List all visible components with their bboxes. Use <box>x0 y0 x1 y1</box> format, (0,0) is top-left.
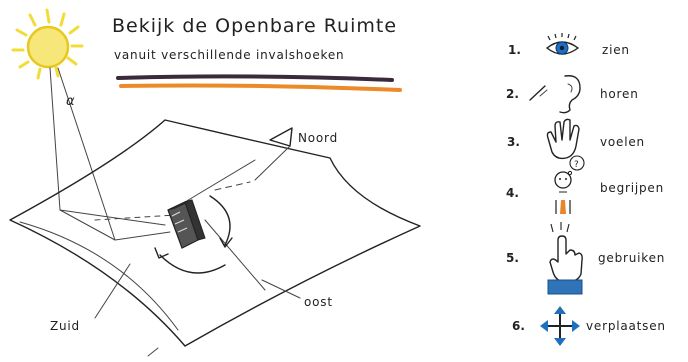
item-number: 5. <box>506 251 519 265</box>
item-number: 3. <box>507 135 520 149</box>
item-label: zien <box>602 43 630 57</box>
item-number: 2. <box>506 87 519 101</box>
title-underline <box>116 74 402 92</box>
item-label: verplaatsen <box>586 319 666 333</box>
sight-lines <box>59 159 266 291</box>
sun-icon <box>11 8 84 80</box>
north-label: Noord <box>298 131 338 145</box>
item-number: 6. <box>512 319 525 333</box>
svg-text:?: ? <box>574 160 579 170</box>
south-pointer <box>94 263 131 319</box>
east-label: oost <box>304 295 333 309</box>
hand-icon <box>546 118 580 160</box>
item-number: 1. <box>508 43 521 57</box>
perspective-item: 1. zien <box>508 33 630 57</box>
ear-icon <box>529 75 581 114</box>
sun-rays <box>49 67 116 241</box>
south-label: Zuid <box>50 319 80 333</box>
page-subtitle: vanuit verschillende invalshoeken <box>114 48 344 62</box>
item-label: gebruiken <box>598 251 665 265</box>
perspective-item: 4. ? begrijpen <box>506 155 664 214</box>
move-arrows-icon <box>540 306 580 346</box>
page-title: Bekijk de Openbare Ruimte <box>112 15 397 37</box>
perspective-item: 3. voelen <box>507 118 645 160</box>
perspective-item: 5. gebruiken <box>506 222 665 295</box>
public-space-diagram: α <box>9 67 421 357</box>
item-label: voelen <box>600 135 645 149</box>
item-label: begrijpen <box>600 181 664 195</box>
item-label: horen <box>600 87 639 101</box>
perspectives-list: 1. zien 2. horen 3. <box>506 33 666 346</box>
thinking-person-icon: ? <box>554 155 585 214</box>
north-marker <box>254 127 293 181</box>
ground-plane <box>9 119 421 347</box>
building-box <box>167 199 206 249</box>
perspective-item: 6. verplaatsen <box>512 306 666 346</box>
eye-icon <box>545 33 580 55</box>
angle-alpha-label: α <box>66 94 75 109</box>
item-number: 4. <box>506 186 519 200</box>
east-pointer <box>261 279 301 299</box>
perspective-item: 2. horen <box>506 75 639 114</box>
pointing-hand-icon <box>547 222 583 295</box>
rotate-arrows-icon <box>154 195 233 274</box>
